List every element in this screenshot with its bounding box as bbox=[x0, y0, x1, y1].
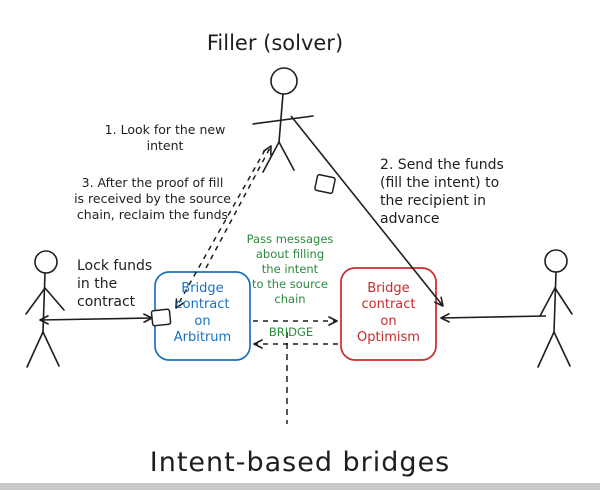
recipient-arm-right bbox=[554, 287, 573, 315]
bottom-gray-bar bbox=[0, 483, 600, 490]
arrow-recipient-link bbox=[440, 313, 547, 323]
locked-funds-package-icon bbox=[150, 308, 172, 327]
sender-arm-left bbox=[25, 287, 46, 315]
recipient-leg-right bbox=[553, 331, 571, 367]
annotation-lock-funds: Lock funds in the contract bbox=[77, 258, 153, 310]
sender-arm-right bbox=[44, 287, 65, 311]
sender-leg-left bbox=[26, 331, 44, 368]
diagram-caption: Intent-based bridges bbox=[149, 447, 451, 478]
recipient-leg-left bbox=[537, 331, 555, 368]
filler-leg-left bbox=[262, 141, 280, 173]
annotation-pass-messages: Pass messages about filling the intent t… bbox=[246, 232, 334, 306]
sender-body bbox=[42, 272, 46, 333]
recipient-head bbox=[544, 249, 568, 273]
sender-leg-right bbox=[42, 331, 60, 367]
optimism-contract-label: Bridge contract on Optimism bbox=[357, 281, 420, 345]
recipient-stick-figure bbox=[537, 249, 573, 368]
filler-stick-figure bbox=[252, 67, 314, 173]
optimism-contract-box bbox=[340, 267, 437, 361]
arrow-look-for-intent bbox=[205, 145, 272, 269]
sender-stick-figure bbox=[25, 250, 65, 368]
arrow-fill-intent bbox=[290, 115, 444, 307]
filler-leg-right bbox=[278, 141, 295, 171]
funds-package-icon bbox=[314, 173, 336, 195]
filler-head bbox=[270, 67, 298, 95]
annotation-step2-send-funds: 2. Send the funds (fill the intent) to t… bbox=[380, 157, 504, 227]
arbitrum-contract-label: Bridge contract on Arbitrum bbox=[173, 281, 232, 345]
diagram-title: Filler (solver) bbox=[206, 31, 344, 55]
arrow-reclaim-funds bbox=[175, 149, 266, 309]
recipient-body bbox=[553, 271, 557, 333]
recipient-arm-left bbox=[539, 287, 556, 317]
annotation-step1-look-for-intent: 1. Look for the new intent bbox=[104, 122, 226, 153]
filler-body bbox=[278, 93, 284, 143]
annotation-bridge-label: BRIDGE bbox=[268, 325, 314, 339]
sender-head bbox=[34, 250, 58, 274]
annotation-step3-reclaim-funds: 3. After the proof of fill is received b… bbox=[74, 175, 231, 222]
filler-arms bbox=[252, 115, 314, 125]
arrow-lock-funds bbox=[39, 313, 153, 325]
